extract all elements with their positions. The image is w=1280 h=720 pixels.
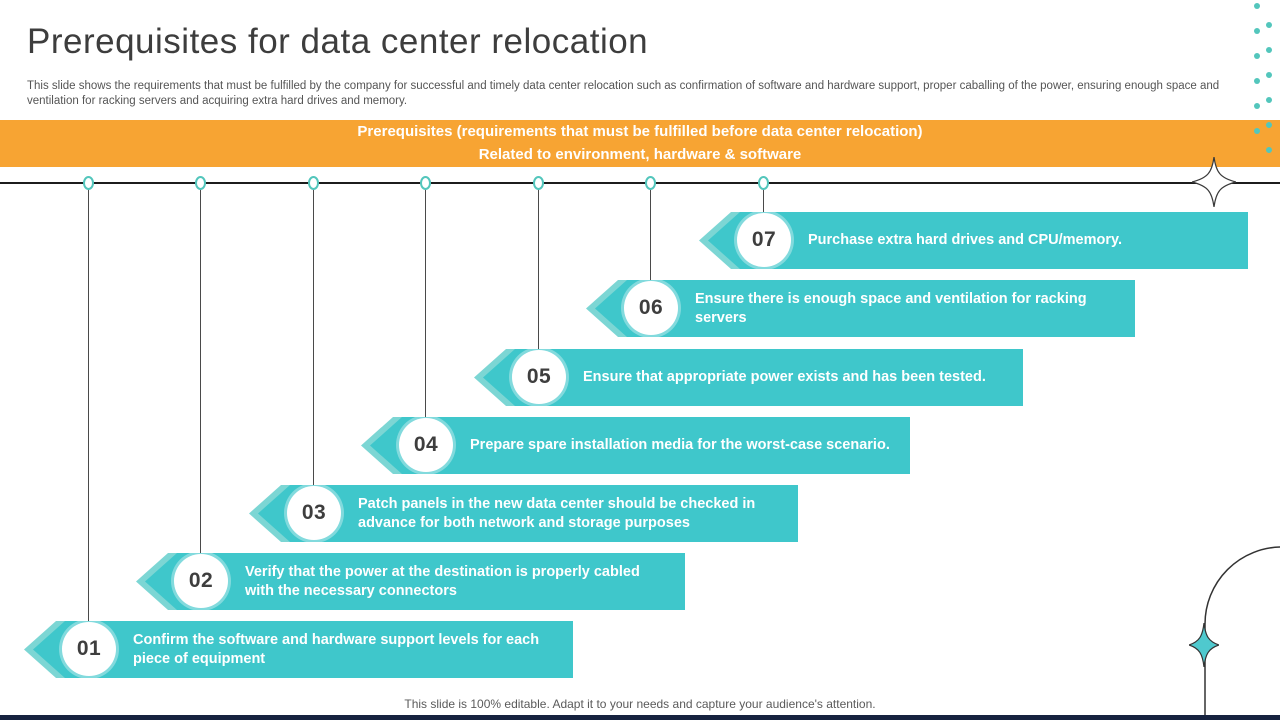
timeline-node — [83, 176, 94, 190]
step-description: Patch panels in the new data center shou… — [358, 495, 756, 531]
connector-line — [425, 183, 426, 418]
arrow-banner: 01 Confirm the software and hardware sup… — [33, 621, 573, 678]
dot-icon — [1266, 72, 1272, 78]
connector-line — [88, 183, 89, 622]
prerequisite-item: 02 Verify that the power at the destinat… — [136, 176, 685, 610]
prerequisite-item: 07 Purchase extra hard drives and CPU/me… — [699, 176, 1248, 269]
step-number: 07 — [751, 228, 777, 251]
step-description: Ensure there is enough space and ventila… — [695, 290, 1087, 326]
step-number: 02 — [188, 569, 214, 592]
connector-line — [538, 183, 539, 350]
arrow-banner: 06 Ensure there is enough space and vent… — [595, 280, 1135, 337]
arrow-banner: 03 Patch panels in the new data center s… — [258, 485, 798, 542]
timeline-node — [758, 176, 769, 190]
arrow-banner: 07 Purchase extra hard drives and CPU/me… — [708, 212, 1248, 269]
section-banner-line2: Related to environment, hardware & softw… — [478, 146, 802, 163]
connector-line — [200, 183, 201, 554]
dot-icon — [1266, 122, 1272, 128]
dot-icon — [1266, 22, 1272, 28]
dot-icon — [1266, 97, 1272, 103]
step-description: Verify that the power at the destination… — [245, 563, 640, 599]
prerequisite-item: 01 Confirm the software and hardware sup… — [24, 176, 573, 678]
prerequisite-item: 04 Prepare spare installation media for … — [361, 176, 910, 474]
dot-icon — [1254, 28, 1260, 34]
timeline-line — [0, 182, 1280, 184]
sparkle-icon — [1192, 157, 1236, 207]
timeline-node — [195, 176, 206, 190]
step-number-badge: 02 — [174, 554, 228, 608]
dot-icon — [1254, 103, 1260, 109]
connector-line — [650, 183, 651, 281]
timeline-node — [420, 176, 431, 190]
sparkle-icon — [1189, 623, 1219, 667]
step-number-badge: 03 — [287, 486, 341, 540]
prerequisite-item: 06 Ensure there is enough space and vent… — [586, 176, 1135, 337]
step-number: 01 — [76, 637, 102, 660]
step-number-badge: 04 — [399, 418, 453, 472]
step-number: 04 — [413, 433, 439, 456]
step-number-badge: 06 — [624, 281, 678, 335]
dot-icon — [1254, 53, 1260, 59]
step-number-badge: 07 — [737, 213, 791, 267]
arrow-banner: 04 Prepare spare installation media for … — [370, 417, 910, 474]
dot-icon — [1266, 147, 1272, 153]
prerequisite-item: 03 Patch panels in the new data center s… — [249, 176, 798, 542]
timeline-node — [308, 176, 319, 190]
dot-icon — [1254, 3, 1260, 9]
editable-note: This slide is 100% editable. Adapt it to… — [404, 697, 876, 711]
section-banner: Prerequisites (requirements that must be… — [0, 120, 1280, 167]
step-number-badge: 01 — [62, 622, 116, 676]
step-description: Prepare spare installation media for the… — [470, 437, 890, 453]
timeline-node — [645, 176, 656, 190]
slide-description: This slide shows the requirements that m… — [27, 80, 1220, 107]
arrow-banner: 05 Ensure that appropriate power exists … — [483, 349, 1023, 406]
prerequisite-item: 05 Ensure that appropriate power exists … — [474, 176, 1023, 406]
bottom-accent-bar — [0, 715, 1280, 720]
connector-line — [763, 183, 764, 213]
step-number-badge: 05 — [512, 350, 566, 404]
arrow-banner: 02 Verify that the power at the destinat… — [145, 553, 685, 610]
step-description: Ensure that appropriate power exists and… — [583, 369, 986, 385]
dot-icon — [1254, 78, 1260, 84]
step-number: 06 — [638, 296, 664, 319]
dot-grid-column-2 — [1266, 22, 1272, 153]
dot-icon — [1266, 47, 1272, 53]
step-description: Purchase extra hard drives and CPU/memor… — [808, 232, 1123, 248]
step-number: 03 — [301, 501, 327, 524]
section-banner-line1: Prerequisites (requirements that must be… — [357, 123, 923, 140]
dot-grid-column-1 — [1254, 3, 1260, 134]
dot-icon — [1254, 128, 1260, 134]
step-number: 05 — [526, 365, 552, 388]
timeline-node — [533, 176, 544, 190]
step-description: Confirm the software and hardware suppor… — [133, 631, 540, 667]
page-title: Prerequisites for data center relocation — [27, 22, 649, 61]
connector-line — [313, 183, 314, 486]
